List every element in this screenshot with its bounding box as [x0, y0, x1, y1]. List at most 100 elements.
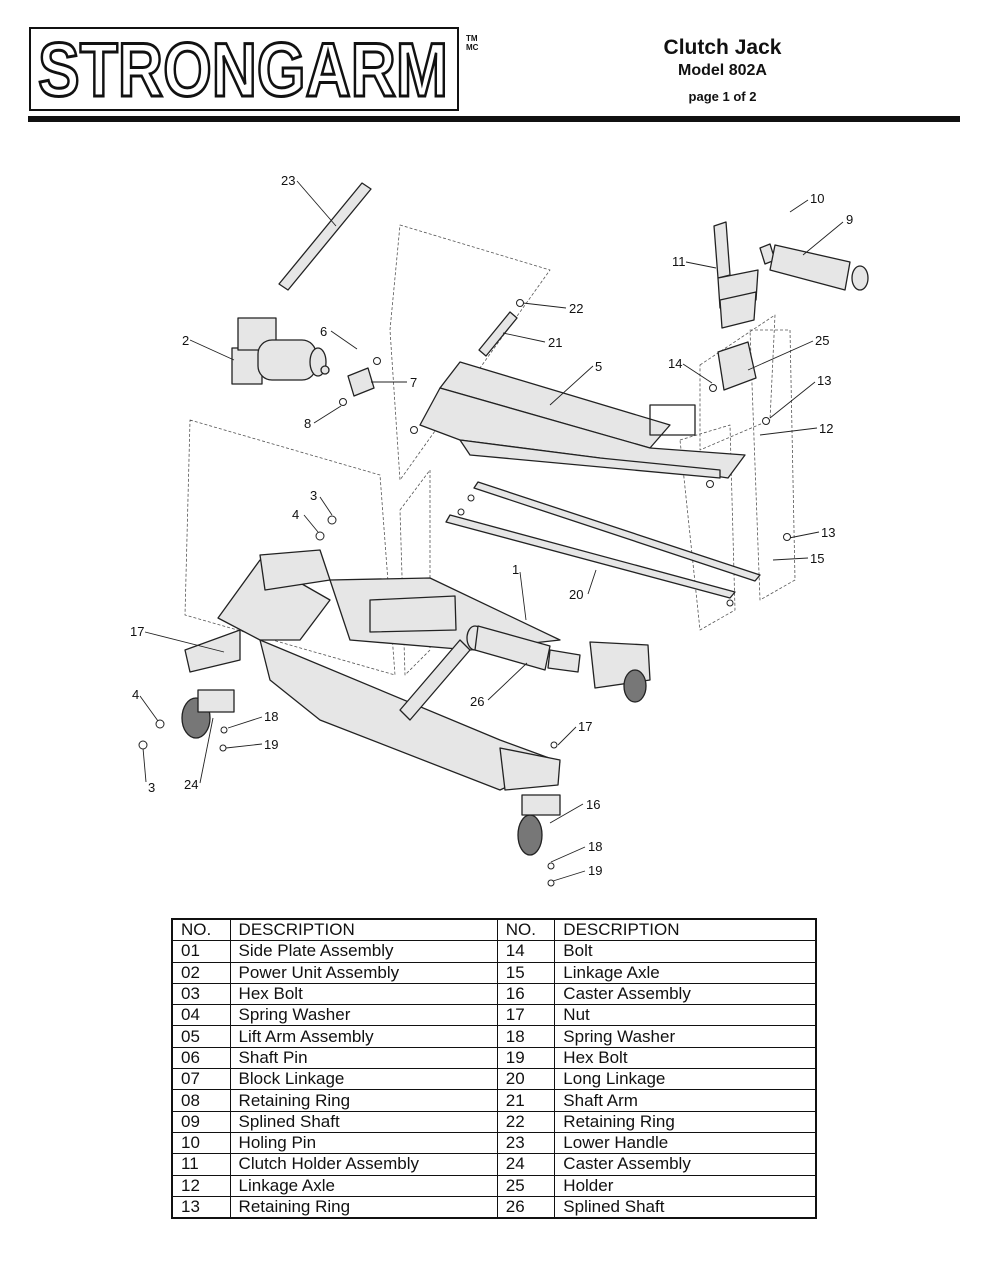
part-description: Spring Washer [554, 1025, 817, 1048]
part-number: 20 [496, 1068, 556, 1091]
model-number: Model 802A [678, 62, 767, 79]
callout-4-top: 4 [292, 507, 299, 522]
part-number: 05 [171, 1025, 231, 1048]
header-no-left: NO. [171, 918, 231, 942]
callout-22: 22 [569, 301, 583, 316]
callout-3-top: 3 [310, 488, 317, 503]
callout-19-left: 19 [264, 737, 278, 752]
header-rule [28, 116, 960, 122]
part-number: 11 [171, 1153, 231, 1176]
part-description: Holing Pin [229, 1131, 498, 1155]
part-description: Bolt [554, 940, 817, 963]
callout-8: 8 [304, 416, 311, 431]
part-number: 22 [496, 1110, 556, 1133]
part-description: Nut [554, 1004, 817, 1027]
part-number: 18 [496, 1025, 556, 1048]
callout-4-bottom: 4 [132, 687, 139, 702]
lower-handle [278, 182, 372, 291]
document-header: Clutch Jack Model 802A page 1 of 2 [610, 36, 835, 104]
part-description: Retaining Ring [229, 1089, 498, 1112]
part-number: 02 [171, 961, 231, 984]
callout-19-right: 19 [588, 863, 602, 878]
trademark-tm: TM [466, 34, 478, 43]
power-unit-assembly [231, 317, 330, 385]
caster-wheel-24 [181, 689, 235, 739]
part-number: 13 [171, 1195, 231, 1219]
part-description: Shaft Arm [554, 1089, 817, 1112]
caster-wheel-right [623, 669, 647, 703]
callout-24: 24 [184, 777, 198, 792]
upper-linkage-bar [473, 481, 761, 582]
part-number: 01 [171, 940, 231, 963]
callout-6: 6 [320, 324, 327, 339]
table-header-row: NO. DESCRIPTION NO. DESCRIPTION [171, 918, 817, 942]
callout-15: 15 [810, 551, 824, 566]
callout-18-right: 18 [588, 839, 602, 854]
callout-14: 14 [668, 356, 682, 371]
splined-shaft-bottom [466, 625, 581, 673]
part-description: Hex Bolt [229, 982, 498, 1006]
part-description: Caster Assembly [554, 1153, 817, 1176]
header-description-left: DESCRIPTION [229, 918, 498, 942]
lift-arm-assembly [419, 361, 746, 479]
part-number: 24 [496, 1153, 556, 1176]
part-description: Shaft Pin [229, 1046, 498, 1070]
callout-9: 9 [846, 212, 853, 227]
callout-5: 5 [595, 359, 602, 374]
brand-logo: STRONGARM [29, 27, 459, 115]
part-number: 17 [496, 1004, 556, 1027]
part-number: 04 [171, 1004, 231, 1027]
block-linkage [347, 367, 375, 397]
part-description: Holder [554, 1174, 817, 1197]
part-number: 21 [496, 1089, 556, 1112]
part-description: Splined Shaft [229, 1110, 498, 1133]
part-number: 16 [496, 982, 556, 1006]
splined-shaft-top [759, 243, 869, 291]
callout-17-right: 17 [578, 719, 592, 734]
callout-18-left: 18 [264, 709, 278, 724]
header-no-right: NO. [496, 918, 556, 942]
part-number: 06 [171, 1046, 231, 1070]
part-description: Splined Shaft [554, 1195, 817, 1219]
part-description: Hex Bolt [554, 1046, 817, 1070]
callout-20: 20 [569, 587, 583, 602]
part-number: 25 [496, 1174, 556, 1197]
holder [717, 341, 757, 391]
callout-23: 23 [281, 173, 295, 188]
callout-26: 26 [470, 694, 484, 709]
part-description: Clutch Holder Assembly [229, 1153, 498, 1176]
part-description: Linkage Axle [554, 961, 817, 984]
part-description: Side Plate Assembly [229, 940, 498, 963]
part-description: Retaining Ring [229, 1195, 498, 1219]
part-description: Power Unit Assembly [229, 961, 498, 984]
part-description: Retaining Ring [554, 1110, 817, 1133]
clutch-holder-assembly [713, 221, 759, 329]
shaft-arm [478, 311, 518, 357]
part-number: 08 [171, 1089, 231, 1112]
brand-logo-text: STRONGARM [38, 28, 448, 113]
part-description: Caster Assembly [554, 982, 817, 1006]
callout-10: 10 [810, 191, 824, 206]
callout-2: 2 [182, 333, 189, 348]
part-description: Spring Washer [229, 1004, 498, 1027]
part-number: 14 [496, 940, 556, 963]
part-description: Lower Handle [554, 1131, 817, 1155]
part-description: Linkage Axle [229, 1174, 498, 1197]
part-number: 10 [171, 1131, 231, 1155]
part-number: 12 [171, 1174, 231, 1197]
callout-13-bottom: 13 [821, 525, 835, 540]
header-description-right: DESCRIPTION [554, 918, 817, 942]
part-description: Lift Arm Assembly [229, 1025, 498, 1048]
callout-17-left: 17 [130, 624, 144, 639]
